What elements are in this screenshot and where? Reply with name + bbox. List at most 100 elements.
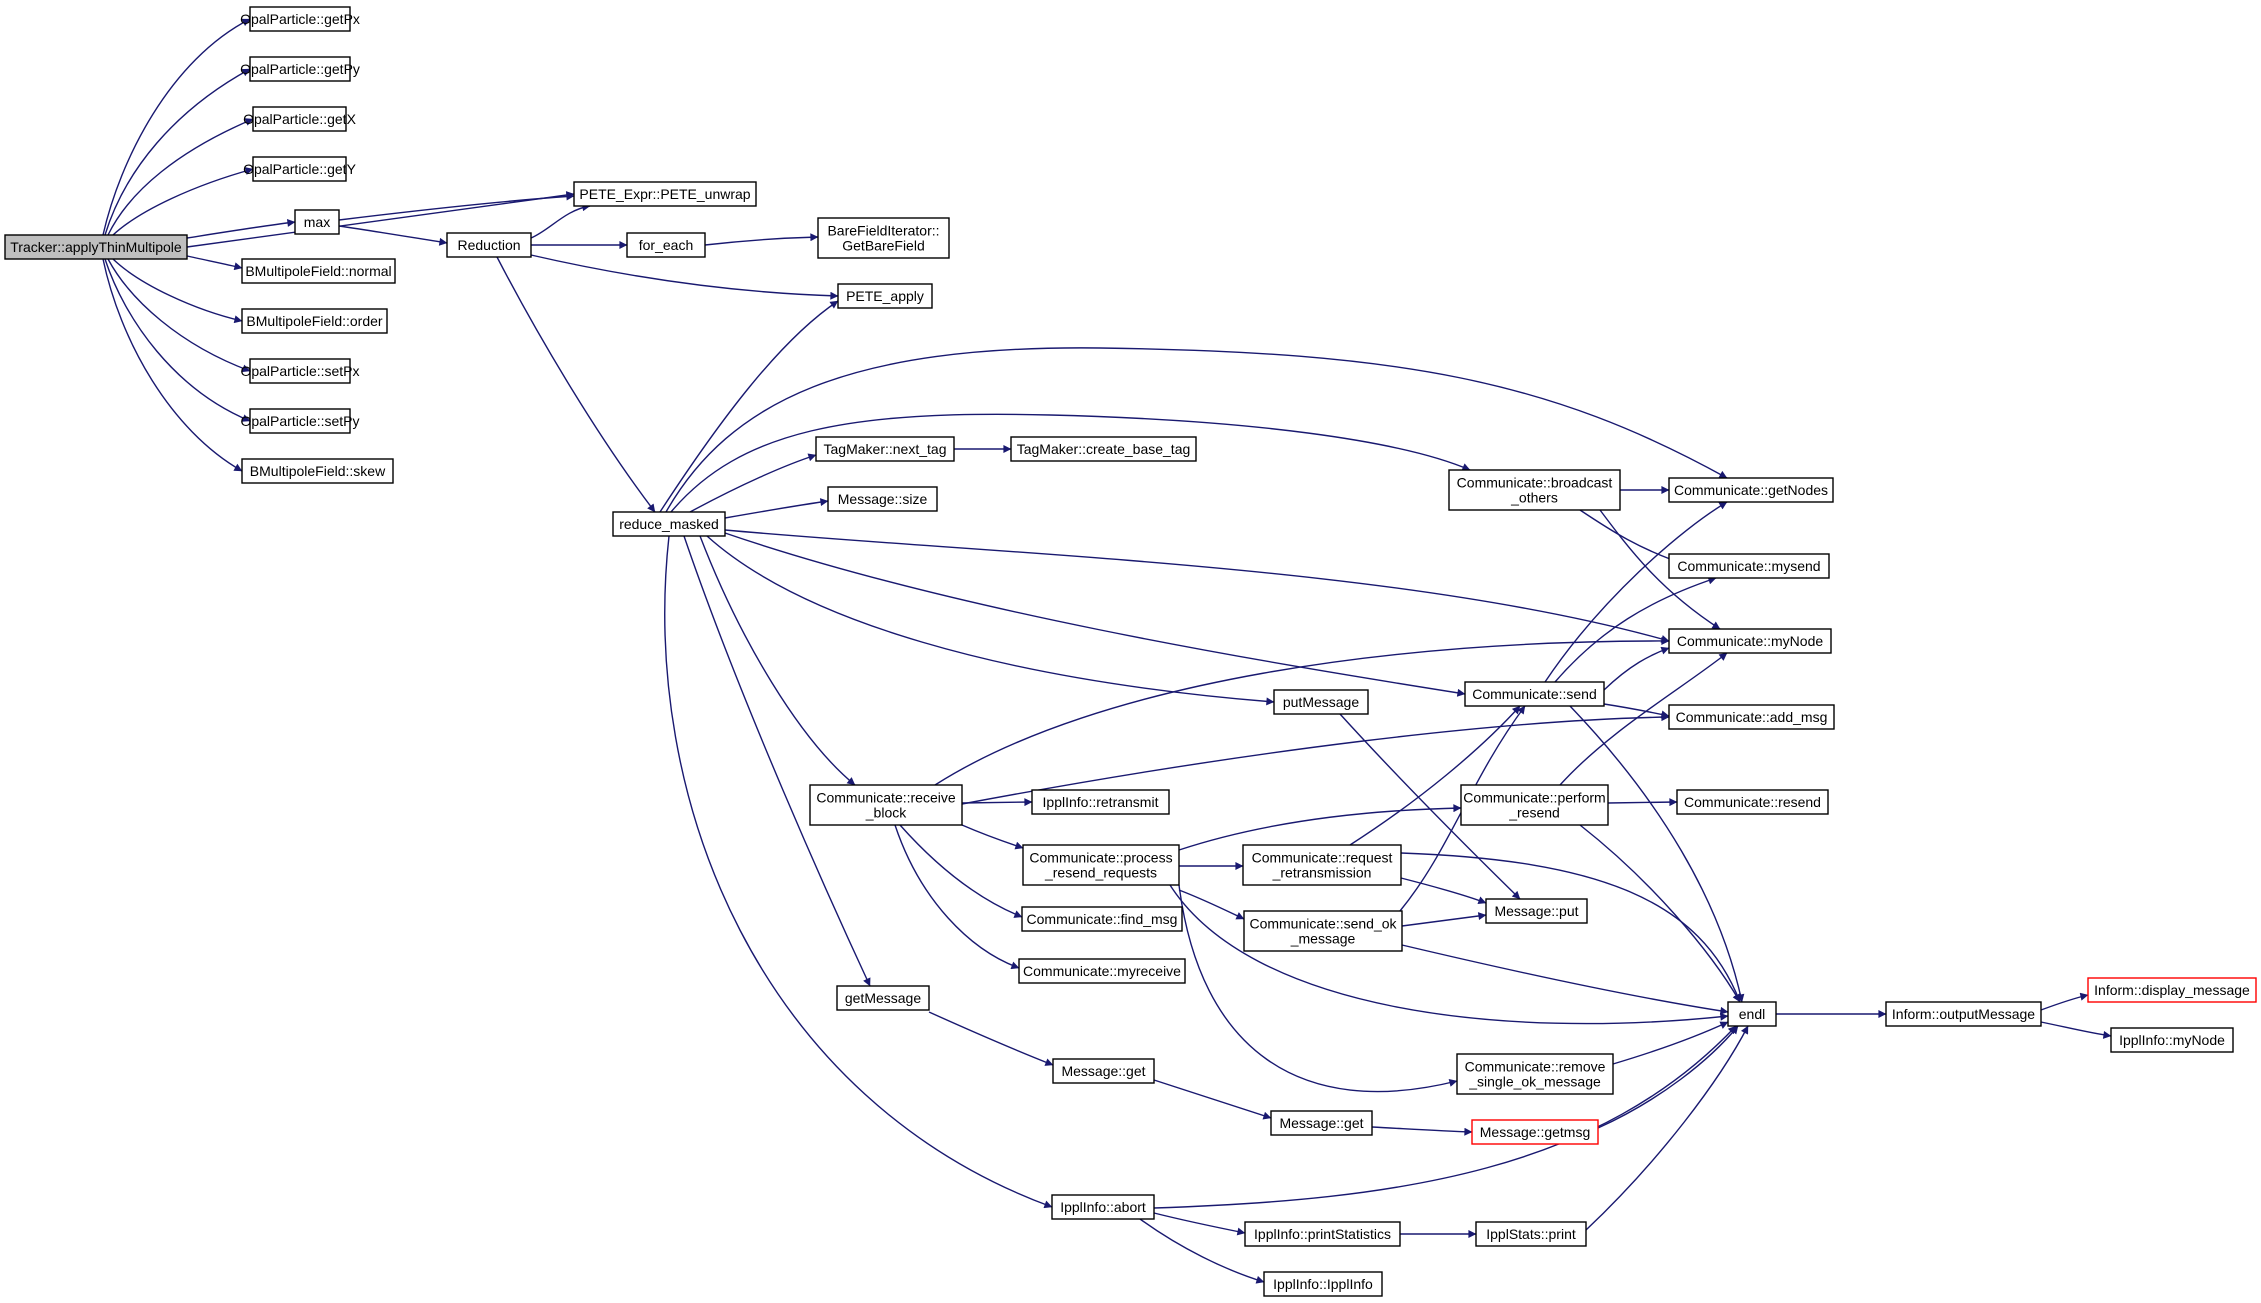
node-getY[interactable]: OpalParticle::getY (243, 156, 357, 182)
node-box-setPy[interactable] (249, 408, 351, 434)
node-box-broadcast[interactable] (1448, 469, 1621, 511)
node-box-msgget2[interactable] (1270, 1110, 1373, 1136)
node-printstats[interactable]: IpplInfo::printStatistics (1244, 1221, 1401, 1247)
node-box-removeok[interactable] (1456, 1053, 1614, 1095)
node-box-displaymsg[interactable] (2087, 977, 2257, 1003)
node-mysend[interactable]: Communicate::mysend (1668, 553, 1830, 579)
node-box-send[interactable] (1464, 681, 1605, 707)
node-broadcast[interactable]: Communicate::broadcast_others (1448, 469, 1621, 511)
node-reducemasked[interactable]: reduce_masked (612, 511, 726, 537)
node-msgget2[interactable]: Message::get (1270, 1110, 1373, 1136)
node-box-root[interactable] (4, 234, 188, 260)
node-reduction[interactable]: Reduction (446, 232, 532, 258)
node-displaymsg[interactable]: Inform::display_message (2087, 977, 2257, 1003)
node-mynode[interactable]: Communicate::myNode (1668, 628, 1832, 654)
node-retransmit[interactable]: IpplInfo::retransmit (1031, 789, 1170, 815)
node-box-performresend[interactable] (1460, 784, 1609, 826)
node-box-ipplmynode[interactable] (2110, 1027, 2234, 1053)
node-getPx[interactable]: OpalParticle::getPx (240, 6, 360, 32)
node-setPx[interactable]: OpalParticle::setPx (240, 358, 360, 384)
node-box-statsprint[interactable] (1475, 1221, 1587, 1247)
node-box-setPx[interactable] (249, 358, 351, 384)
node-box-myreceive[interactable] (1018, 958, 1186, 984)
node-endl[interactable]: endl (1727, 1001, 1777, 1027)
node-abort[interactable]: IpplInfo::abort (1051, 1194, 1155, 1220)
node-box-msgget1[interactable] (1052, 1058, 1155, 1084)
node-box-requestretrans[interactable] (1242, 844, 1402, 886)
node-barefield[interactable]: BareFieldIterator::GetBareField (817, 217, 950, 259)
node-box-sendok[interactable] (1243, 910, 1403, 952)
node-box-msgsize[interactable] (827, 486, 938, 512)
node-box-processresend[interactable] (1022, 844, 1180, 886)
node-getmessage[interactable]: getMessage (836, 985, 930, 1011)
node-resend[interactable]: Communicate::resend (1676, 789, 1829, 815)
node-recvblock[interactable]: Communicate::receive_block (809, 784, 963, 826)
node-box-outputmsg[interactable] (1885, 1001, 2042, 1027)
node-box-getmsg[interactable] (1471, 1119, 1599, 1145)
node-box-reducemasked[interactable] (612, 511, 726, 537)
node-box-max[interactable] (294, 209, 340, 235)
node-box-getPx[interactable] (249, 6, 351, 32)
node-box-recvblock[interactable] (809, 784, 963, 826)
node-outputmsg[interactable]: Inform::outputMessage (1885, 1001, 2042, 1027)
node-box-skew[interactable] (241, 458, 394, 484)
node-box-order[interactable] (241, 308, 388, 334)
node-msgput[interactable]: Message::put (1485, 898, 1588, 924)
node-sendok[interactable]: Communicate::send_ok_message (1243, 910, 1403, 952)
node-setPy[interactable]: OpalParticle::setPy (240, 408, 360, 434)
node-myreceive[interactable]: Communicate::myreceive (1018, 958, 1186, 984)
node-performresend[interactable]: Communicate::perform_resend (1460, 784, 1609, 826)
node-getmsg[interactable]: Message::getmsg (1471, 1119, 1599, 1145)
node-nexttag[interactable]: TagMaker::next_tag (815, 436, 955, 462)
node-getnodes[interactable]: Communicate::getNodes (1668, 477, 1834, 503)
node-msgget1[interactable]: Message::get (1052, 1058, 1155, 1084)
node-skew[interactable]: BMultipoleField::skew (241, 458, 394, 484)
node-normal[interactable]: BMultipoleField::normal (241, 258, 396, 284)
node-box-getY[interactable] (252, 156, 347, 182)
node-root[interactable]: Tracker::applyThinMultipole (4, 234, 188, 260)
node-box-getPy[interactable] (249, 56, 351, 82)
node-createbasetag[interactable]: TagMaker::create_base_tag (1010, 436, 1197, 462)
node-getX[interactable]: OpalParticle::getX (243, 106, 357, 132)
node-send[interactable]: Communicate::send (1464, 681, 1605, 707)
node-box-endl[interactable] (1727, 1001, 1777, 1027)
node-box-unwrap[interactable] (573, 181, 757, 207)
node-ipplinfo[interactable]: IpplInfo::IpplInfo (1263, 1271, 1383, 1297)
node-box-barefield[interactable] (817, 217, 950, 259)
node-removeok[interactable]: Communicate::remove_single_ok_message (1456, 1053, 1614, 1095)
node-box-getmessage[interactable] (836, 985, 930, 1011)
node-msgsize[interactable]: Message::size (827, 486, 938, 512)
node-addmsg[interactable]: Communicate::add_msg (1668, 704, 1835, 730)
node-box-putmessage[interactable] (1273, 689, 1369, 715)
node-box-peteapply[interactable] (837, 283, 933, 309)
node-box-createbasetag[interactable] (1010, 436, 1197, 462)
node-box-reduction[interactable] (446, 232, 532, 258)
node-box-getX[interactable] (252, 106, 347, 132)
node-box-addmsg[interactable] (1668, 704, 1835, 730)
node-box-ipplinfo[interactable] (1263, 1271, 1383, 1297)
node-box-nexttag[interactable] (815, 436, 955, 462)
node-box-retransmit[interactable] (1031, 789, 1170, 815)
node-box-foreach[interactable] (626, 232, 706, 258)
node-order[interactable]: BMultipoleField::order (241, 308, 388, 334)
node-peteapply[interactable]: PETE_apply (837, 283, 933, 309)
node-putmessage[interactable]: putMessage (1273, 689, 1369, 715)
node-box-findmsg[interactable] (1021, 906, 1183, 932)
node-ipplmynode[interactable]: IpplInfo::myNode (2110, 1027, 2234, 1053)
node-max[interactable]: max (294, 209, 340, 235)
node-box-printstats[interactable] (1244, 1221, 1401, 1247)
node-findmsg[interactable]: Communicate::find_msg (1021, 906, 1183, 932)
node-box-normal[interactable] (241, 258, 396, 284)
node-box-msgput[interactable] (1485, 898, 1588, 924)
node-statsprint[interactable]: IpplStats::print (1475, 1221, 1587, 1247)
node-requestretrans[interactable]: Communicate::request_retransmission (1242, 844, 1402, 886)
node-box-mynode[interactable] (1668, 628, 1832, 654)
node-unwrap[interactable]: PETE_Expr::PETE_unwrap (573, 181, 757, 207)
node-box-mysend[interactable] (1668, 553, 1830, 579)
node-getPy[interactable]: OpalParticle::getPy (240, 56, 360, 82)
node-processresend[interactable]: Communicate::process_resend_requests (1022, 844, 1180, 886)
node-foreach[interactable]: for_each (626, 232, 706, 258)
node-box-resend[interactable] (1676, 789, 1829, 815)
node-box-abort[interactable] (1051, 1194, 1155, 1220)
node-box-getnodes[interactable] (1668, 477, 1834, 503)
